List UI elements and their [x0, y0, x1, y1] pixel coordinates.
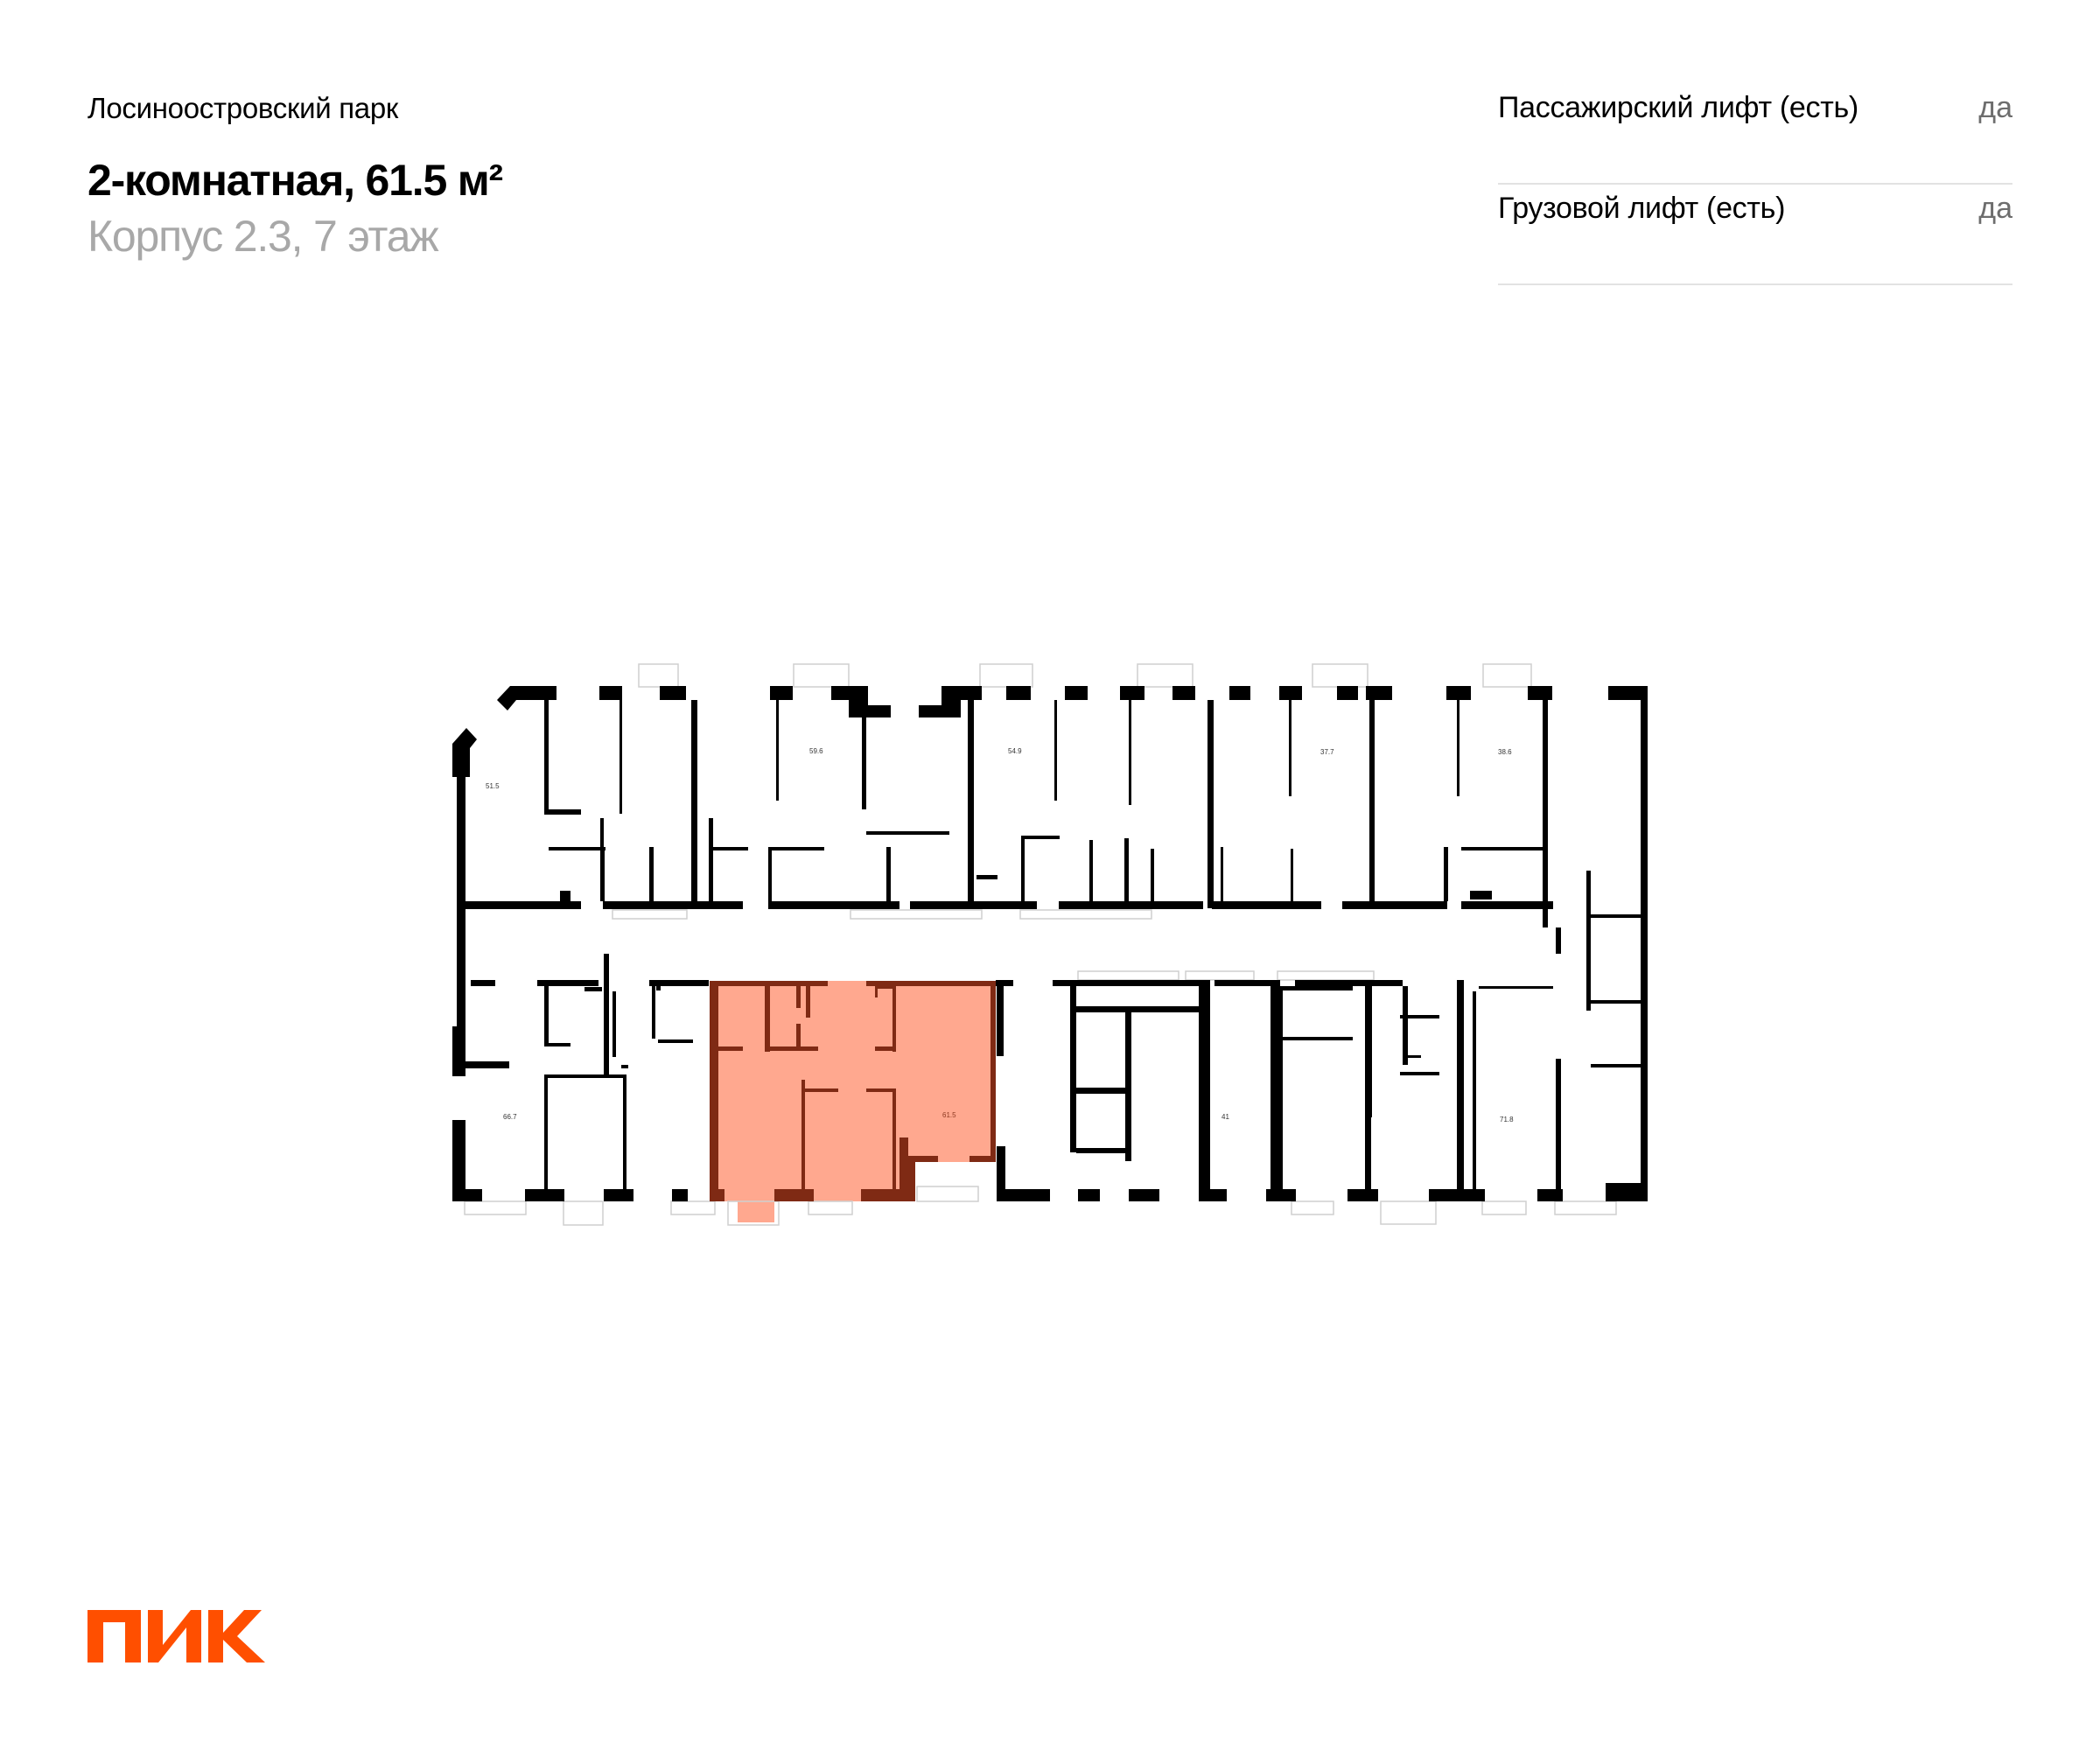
area-label: 41 — [1222, 1113, 1229, 1121]
area-labels: 51.5 59.6 54.9 37.7 38.6 66.7 61.5 41 71… — [486, 747, 1514, 1124]
features-list: Пассажирский лифт (есть) да Грузовой лиф… — [1498, 84, 2012, 285]
area-label: 66.7 — [503, 1113, 517, 1121]
feature-label: Пассажирский лифт (есть) — [1498, 91, 1858, 124]
area-label: 71.8 — [1500, 1116, 1514, 1124]
project-name: Лосиноостровский парк — [88, 92, 399, 124]
area-label: 37.7 — [1320, 748, 1334, 756]
feature-value: да — [1978, 192, 2012, 225]
area-label: 38.6 — [1498, 748, 1512, 756]
feature-value: да — [1978, 91, 2012, 124]
balconies — [464, 663, 1617, 1226]
feature-passenger-lift: Пассажирский лифт (есть) да — [1498, 84, 2012, 185]
area-label-selected: 61.5 — [942, 1111, 956, 1119]
area-label: 54.9 — [1008, 747, 1022, 755]
feature-label: Грузовой лифт (есть) — [1498, 192, 1786, 225]
walls — [452, 686, 1648, 1201]
selected-apartment[interactable] — [710, 981, 996, 1222]
selected-apartment-walls — [710, 981, 996, 1201]
pik-logo — [88, 1610, 265, 1662]
apartment-title: 2-комнатная, 61.5 м² — [88, 156, 503, 205]
feature-freight-lift: Грузовой лифт (есть) да — [1498, 185, 2012, 285]
area-label: 51.5 — [486, 782, 500, 790]
area-label: 59.6 — [809, 747, 823, 755]
apartment-building-floor: Корпус 2.3, 7 этаж — [88, 212, 439, 261]
